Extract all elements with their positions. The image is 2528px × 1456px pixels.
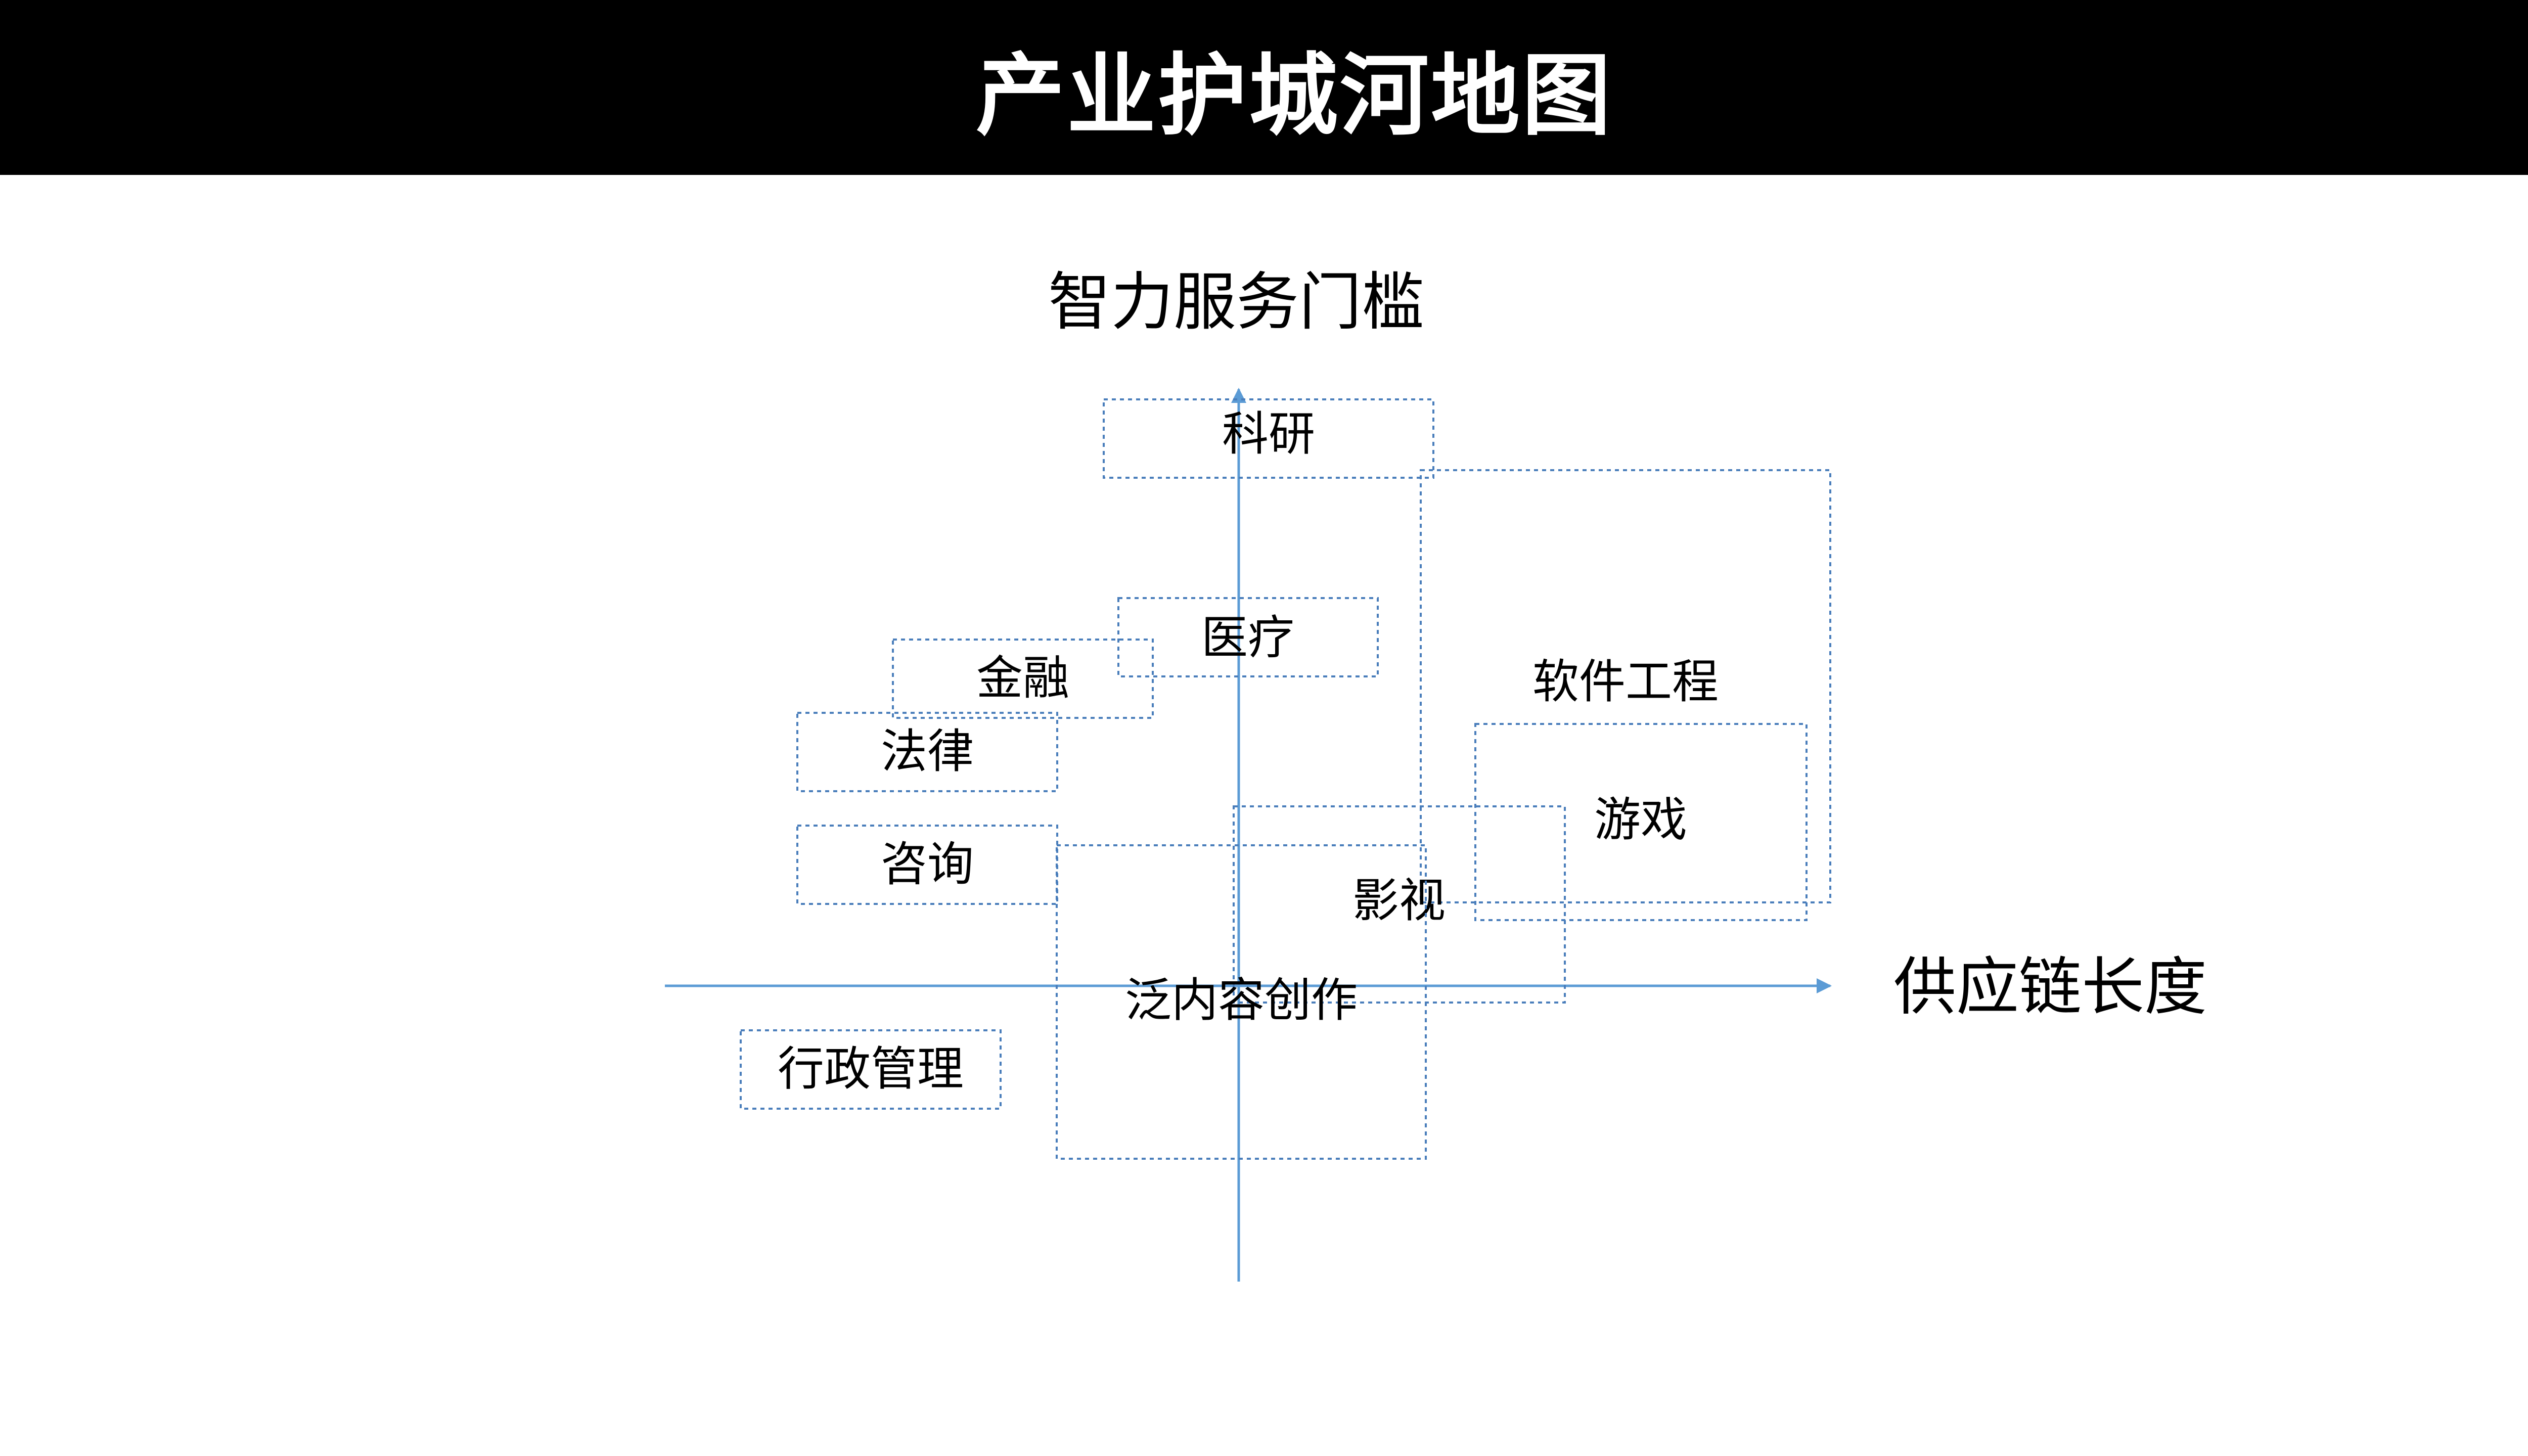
y-axis-label: 智力服务门槛 [1048,266,1424,339]
industry-label: 软件工程 [1532,655,1719,709]
industry-yiliao: 医疗 [1117,597,1379,677]
industry-label: 咨询 [881,837,974,891]
industry-youxi: 游戏 [1474,723,1808,921]
industry-box [1233,805,1566,1004]
industry-xingzheng: 行政管理 [740,1029,1002,1110]
industry-label: 泛内容创作 [1125,973,1358,1027]
industry-box [1103,398,1434,479]
industry-label: 游戏 [1594,793,1687,847]
industry-label: 金融 [976,651,1069,705]
industry-falv: 法律 [796,712,1058,792]
industry-label: 行政管理 [778,1042,964,1096]
industry-box [1117,597,1379,677]
x-axis-label: 供应链长度 [1893,951,2207,1024]
industry-neirong: 泛内容创作 [1056,844,1427,1160]
industry-yingshi: 影视 [1233,805,1566,1004]
industry-box [1056,844,1427,1160]
industry-ruanjian: 软件工程 [1420,469,1831,903]
industry-box [1474,723,1808,921]
title-bar: 产业护城河地图 [0,0,2528,175]
industry-label: 影视 [1352,874,1446,928]
industry-label: 法律 [881,724,974,779]
page-title: 产业护城河地图 [975,42,1613,148]
industry-keyan: 科研 [1103,398,1434,479]
industry-zixun: 咨询 [796,825,1058,905]
industry-label: 医疗 [1201,611,1294,665]
industry-box [796,825,1058,905]
industry-box [1420,469,1831,903]
industry-label: 科研 [1222,407,1315,461]
industry-box [892,639,1154,719]
industry-box [740,1029,1002,1110]
industry-box [796,712,1058,792]
industry-jinrong: 金融 [892,639,1154,719]
